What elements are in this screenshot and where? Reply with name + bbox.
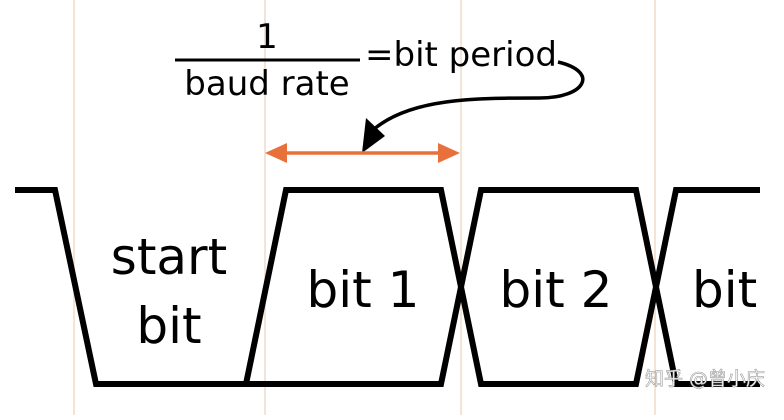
waveform-lower-trace — [246, 187, 760, 387]
pointer-arrow-head — [362, 118, 385, 153]
start-bit-label-line1: start — [111, 228, 227, 286]
formula-denominator: baud rate — [184, 64, 349, 104]
pointer-arrow-curve — [371, 60, 585, 132]
watermark: 知乎 @曾小庆 — [645, 368, 765, 390]
bit-period-arrow — [265, 143, 460, 163]
formula: 1 baud rate =bit period — [175, 17, 557, 104]
bit-2-label: bit 2 — [500, 261, 613, 319]
pointer-arrow — [362, 60, 585, 153]
bit-period-arrow-right-head — [438, 143, 460, 163]
formula-result: =bit period — [365, 35, 557, 75]
segment-labels: start bit bit 1 bit 2 bit — [111, 228, 757, 355]
bit-1-label: bit 1 — [307, 261, 420, 319]
waveform — [15, 187, 760, 387]
bit-period-arrow-left-head — [265, 143, 287, 163]
formula-numerator: 1 — [256, 17, 278, 57]
timing-guides — [73, 0, 656, 415]
start-bit-label-line2: bit — [136, 297, 201, 355]
bit-3-label: bit — [692, 261, 757, 319]
